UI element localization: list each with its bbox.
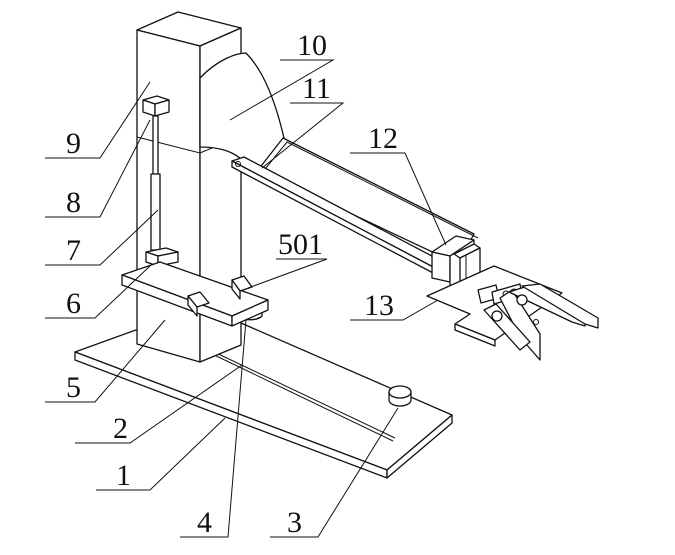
label-13: 13 xyxy=(364,289,394,322)
label-1: 1 xyxy=(116,459,131,492)
arm xyxy=(199,52,479,285)
labels: 9 8 7 6 5 2 1 4 3 13 10 11 12 501 xyxy=(66,29,398,539)
gripper xyxy=(477,283,599,361)
label-11: 11 xyxy=(302,72,331,105)
label-7: 7 xyxy=(66,234,81,267)
label-501: 501 xyxy=(278,228,323,261)
label-8: 8 xyxy=(66,186,81,219)
label-6: 6 xyxy=(66,287,81,320)
knob xyxy=(388,385,412,407)
label-12: 12 xyxy=(368,122,398,155)
label-10: 10 xyxy=(297,29,327,62)
label-3: 3 xyxy=(287,506,302,539)
label-5: 5 xyxy=(66,371,81,404)
support-shelf xyxy=(121,261,269,327)
label-9: 9 xyxy=(66,127,81,160)
label-2: 2 xyxy=(113,412,128,445)
blocks xyxy=(187,275,253,317)
leader-lines xyxy=(45,59,447,538)
label-4: 4 xyxy=(197,506,212,539)
